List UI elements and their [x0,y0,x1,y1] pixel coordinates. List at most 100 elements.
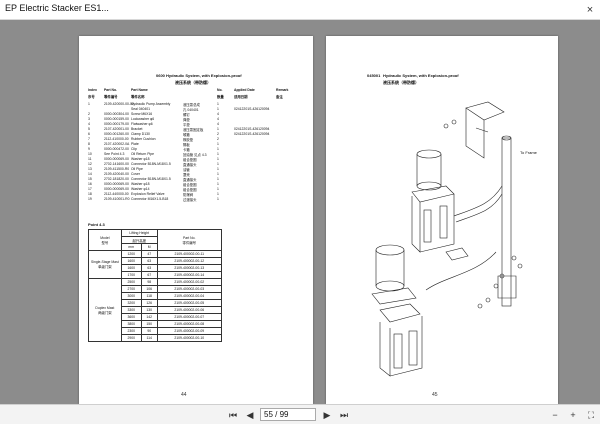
hydraulic-exploded-diagram: To Frame [371,101,538,377]
cell-n: 63 [140,257,158,265]
col-remark: Remark [276,88,289,92]
cell-q: 1 [217,152,219,156]
cell-q: 1 [217,187,219,191]
close-button[interactable]: × [586,4,594,16]
cell-p: 2109-400002-00-04 [156,292,222,300]
cell-cn: 回油管 见点 4.3 [183,153,207,157]
cell-n: 106 [140,285,158,293]
cell-n: 150 [140,320,158,328]
cell-cn: 弹垫 [183,118,190,122]
cell-h: 3200 [120,299,142,307]
cell-q: 4 [217,112,219,116]
viewer-toolbar: ⏮ ◀ 55 / 99 ▶ ⏭ − + ⛶ [0,404,600,424]
cell-h: 3300 [120,306,142,314]
cell-n: 142 [140,313,158,321]
cell-i: 1 [88,102,90,106]
callout-to-frame: To Frame [520,150,538,155]
cell-pn: 2702-141600-00 [104,162,129,166]
cell-cn: 组合垫圈 [183,183,197,187]
cell-q: 1 [217,177,219,181]
page-44: 0600 Hydraulic System, with Explosion-pr… [79,36,313,404]
cell-i: 9 [88,147,90,151]
cell-h: 1200 [120,250,142,258]
cell-i: 10 [88,152,92,156]
window-title: EP Electric Stacker ES1... [5,3,109,13]
diagram-subtitle: 液压系统（带防爆） [383,80,419,85]
prev-page-icon[interactable]: ◀ [246,410,254,420]
diagram-code: 045001 [367,73,381,78]
cell-name: Rubber Cushion [131,137,156,141]
cell-q: 2 [217,137,219,141]
col-applied-date-cn: 适用日期 [234,95,248,99]
cell-p: 2109-400002-00-11 [156,250,222,258]
col-remark-cn: 备注 [276,95,283,99]
first-page-icon[interactable]: ⏮ [228,410,238,420]
cell-n: 63 [140,264,158,272]
col-part-name: Part Name [131,88,148,92]
cell-cn: 直通接头 [183,163,197,167]
cell-name: Washer φ14 [131,187,150,191]
cell-name: Lockwasher φ6 [131,117,155,121]
cell-p: 2109-400002-00-13 [156,264,222,272]
last-page-icon[interactable]: ⏭ [339,410,349,420]
cell-pn: 2109-420040-00 [104,172,129,176]
zoom-in-icon[interactable]: + [570,410,576,420]
cell-cn: 防爆阀 [183,193,194,197]
cell-pn: 2112-410000-00 [104,137,129,141]
cell-name: Hydraulic Pump Assembly [131,102,171,106]
cell-i: 17 [88,187,92,191]
cell-q: 1 [217,172,219,176]
cell-name: Washer φ18 [131,157,150,161]
cell-h: 2500 [120,278,142,286]
cell-q: 1 [217,182,219,186]
zoom-out-icon[interactable]: − [552,410,558,420]
cell-pn: 0000-000472-00 [104,147,129,151]
cell-n: 67 [140,271,158,279]
cell-cn: 过渡接头 [183,198,197,202]
cell-n: 130 [140,306,158,314]
cell-h: 1600 [120,264,142,272]
cell-name: Bracket [131,127,143,131]
cell-cn: 孔 040401 [183,108,199,112]
cell-name: Seal 040401 [131,107,151,111]
diagram-title: Hydraulic System, with Explosion-proof [383,73,459,78]
cell-i: 11 [88,157,92,161]
page-input[interactable]: 55 / 99 [260,408,316,421]
cell-i: 12 [88,162,92,166]
page-number: 44 [181,392,187,398]
cell-i: 6 [88,132,90,136]
cell-cn: 液压泵总成 [183,103,200,107]
cell-name: Oil Pipe [131,167,143,171]
cell-cn: 液压泵固定板 [183,128,204,132]
cell-cn: 油管 [183,168,190,172]
next-page-icon[interactable]: ▶ [323,410,331,420]
cell-n: 47 [140,250,158,258]
cell-q: 1 [217,127,219,131]
cell-pn: 0000-000069-00 [104,157,129,161]
cell-pn: 2107-420002-0A [104,142,130,146]
document-viewer[interactable]: 0600 Hydraulic System, with Explosion-pr… [0,20,600,404]
cell-pn: 2109-410001-R0 [104,197,130,201]
th-m: M [140,243,158,251]
cell-d: 02412201S-426120094 [234,107,270,111]
cell-pn: 0000-000069-00 [104,182,129,186]
th-lifting-height: Lifting Height [120,229,158,237]
fit-page-icon[interactable]: ⛶ [587,410,595,420]
col-part-name-cn: 零件名称 [131,95,145,99]
cell-cn: 隔板 [183,143,190,147]
